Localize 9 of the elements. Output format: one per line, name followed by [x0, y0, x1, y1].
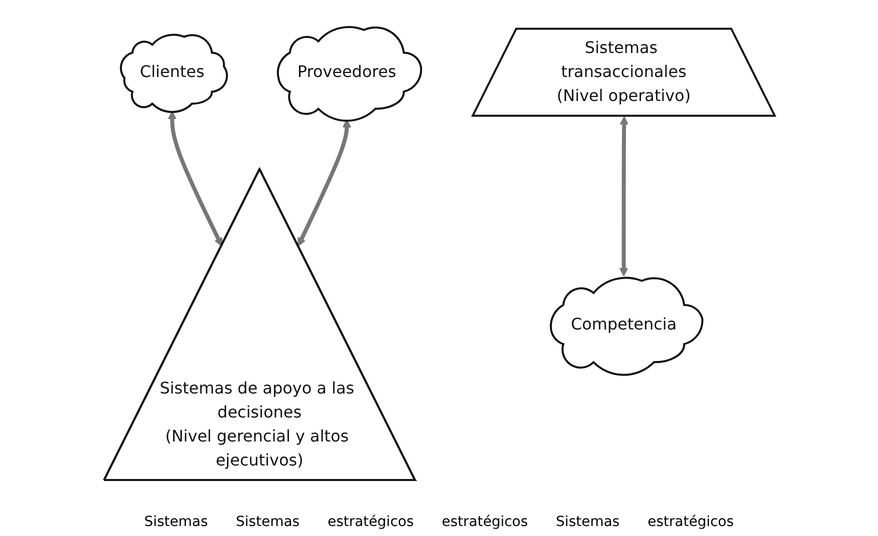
text-label: estratégicos	[442, 514, 528, 530]
text-label: estratégicos	[648, 514, 734, 530]
text-label: Sistemas	[144, 514, 208, 530]
text-label: estratégicos	[328, 514, 414, 530]
arrow	[297, 120, 351, 247]
text-label: Sistemas	[556, 514, 620, 530]
text-label: Sistemas	[236, 514, 300, 530]
arrow	[167, 111, 222, 247]
arrow	[618, 116, 628, 277]
